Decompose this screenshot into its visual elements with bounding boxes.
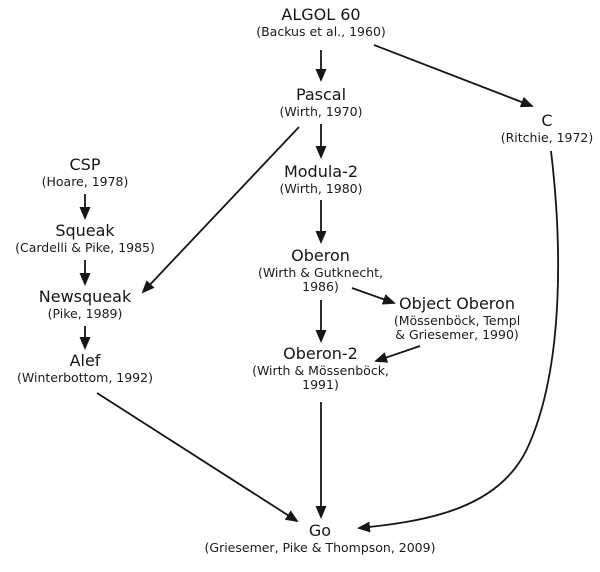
node-algol60-citation: (Backus et al., 1960) xyxy=(256,24,386,40)
node-oberon-label: Oberon xyxy=(291,246,350,265)
node-newsqueak: Newsqueak (Pike, 1989) xyxy=(10,287,160,322)
node-object-oberon-citation: (Mössenböck, Templ & Griesemer, 1990) xyxy=(393,313,521,343)
node-squeak-citation: (Cardelli & Pike, 1985) xyxy=(15,240,155,256)
node-modula2-citation: (Wirth, 1980) xyxy=(279,181,363,197)
node-oberon2-citation: (Wirth & Mössenböck, 1991) xyxy=(252,363,389,393)
edge-c-go xyxy=(357,150,560,533)
node-object-oberon: Object Oberon (Mössenböck, Templ & Gries… xyxy=(377,294,537,343)
node-oberon2-label: Oberon-2 xyxy=(283,344,358,363)
node-modula2-label: Modula-2 xyxy=(283,162,359,181)
edge-objectoberon-oberon2 xyxy=(374,345,421,363)
edge-alef-go xyxy=(96,392,299,523)
node-pascal-citation: (Wirth, 1970) xyxy=(279,104,363,120)
node-oberon-citation: (Wirth & Gutknecht, 1986) xyxy=(257,265,384,295)
node-squeak: Squeak (Cardelli & Pike, 1985) xyxy=(0,221,170,256)
node-modula2: Modula-2 (Wirth, 1980) xyxy=(251,162,391,197)
node-squeak-label: Squeak xyxy=(55,221,115,240)
node-c: C (Ritchie, 1972) xyxy=(487,111,600,146)
node-go: Go (Griesemer, Pike & Thompson, 2009) xyxy=(170,521,470,556)
node-csp-label: CSP xyxy=(69,155,101,174)
node-object-oberon-label: Object Oberon xyxy=(399,294,515,313)
edge-oberon-objectoberon xyxy=(351,287,396,305)
node-newsqueak-label: Newsqueak xyxy=(38,287,132,306)
node-alef-citation: (Winterbottom, 1992) xyxy=(17,370,153,386)
node-c-citation: (Ritchie, 1972) xyxy=(500,130,594,146)
node-pascal-label: Pascal xyxy=(295,85,347,104)
node-alef-label: Alef xyxy=(69,351,101,370)
edge-pascal-newsqueak xyxy=(141,126,300,294)
node-algol60: ALGOL 60 (Backus et al., 1960) xyxy=(221,5,421,40)
node-alef: Alef (Winterbottom, 1992) xyxy=(10,351,160,386)
node-go-label: Go xyxy=(308,521,332,540)
edge-algol60-c xyxy=(373,44,534,108)
node-newsqueak-citation: (Pike, 1989) xyxy=(47,306,123,322)
node-oberon2: Oberon-2 (Wirth & Mössenböck, 1991) xyxy=(238,344,403,393)
node-go-citation: (Griesemer, Pike & Thompson, 2009) xyxy=(204,540,436,556)
node-oberon: Oberon (Wirth & Gutknecht, 1986) xyxy=(238,246,403,295)
node-csp-citation: (Hoare, 1978) xyxy=(41,174,129,190)
node-csp: CSP (Hoare, 1978) xyxy=(15,155,155,190)
node-pascal: Pascal (Wirth, 1970) xyxy=(251,85,391,120)
node-c-label: C xyxy=(541,111,553,130)
node-algol60-label: ALGOL 60 xyxy=(281,5,361,24)
